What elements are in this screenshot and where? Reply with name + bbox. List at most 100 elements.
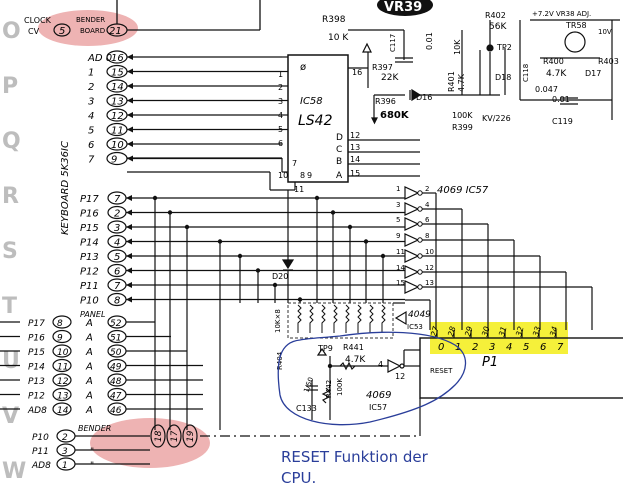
inverter-pin-in: 3 xyxy=(396,201,400,209)
kb-pin-name: P16 xyxy=(80,209,99,220)
watermark-letter: P xyxy=(2,74,18,99)
bender-pin-mid: " xyxy=(90,447,94,457)
network-resistor xyxy=(369,304,374,333)
junction-dot xyxy=(255,268,261,273)
watermark-letter: S xyxy=(2,239,18,264)
d18-part: KV/226 xyxy=(482,114,511,123)
inverter-pin-out: 6 xyxy=(425,216,430,224)
kb-pin-name: P10 xyxy=(80,296,99,307)
c133: C133 xyxy=(296,404,317,413)
panel-pin-num-right: 52 xyxy=(110,319,122,329)
reset-pin-in: 4 xyxy=(378,360,383,369)
inverter-gate xyxy=(404,280,420,294)
tp2: TP2 xyxy=(496,43,512,52)
panel-pin-num: 8 xyxy=(57,319,63,329)
bender-circle-num: 18 xyxy=(154,430,164,442)
p1-bottom-pin: 7 xyxy=(557,342,564,353)
clock-cv-label-2: CV xyxy=(28,27,40,36)
ic58-left-1: 1 xyxy=(278,70,283,79)
ic58-a: A xyxy=(336,171,343,181)
p1-body xyxy=(419,337,623,399)
tp9: TP9 xyxy=(317,344,333,353)
p1-top-pin: 34 xyxy=(548,325,559,337)
watermark-letter: Q xyxy=(2,129,21,154)
ad-pin-name: AD 0 xyxy=(87,53,112,64)
bender-pin-num: 3 xyxy=(62,447,68,457)
panel-pin-num: 13 xyxy=(57,392,69,402)
junction-dot xyxy=(330,210,336,215)
r400: R400 xyxy=(543,57,564,66)
resistor-network-box xyxy=(287,302,394,339)
r396-val: 680K xyxy=(380,110,410,121)
r399-val: 100K xyxy=(452,111,473,120)
panel-pin-pill xyxy=(52,329,72,344)
p1-bottom-pin: 4 xyxy=(506,342,512,353)
p1-label: P1 xyxy=(482,355,498,370)
kb-pin-name: P17 xyxy=(80,194,99,205)
bender-circle xyxy=(182,424,198,448)
panel-pin-num: 9 xyxy=(57,334,63,344)
d16: D16 xyxy=(416,93,432,102)
panel-pin-pill xyxy=(52,373,72,387)
panel-pin-num: 14 xyxy=(57,406,69,416)
panel-pin-num-right: 46 xyxy=(110,406,122,416)
p1-bottom-pin: 0 xyxy=(438,342,444,353)
inverter-pin-in: 14 xyxy=(396,264,405,272)
ic58-in13: 13 xyxy=(350,143,360,152)
ic58-c: C xyxy=(336,145,342,155)
ad-pin-num: 11 xyxy=(111,126,124,137)
ad-pin-num: 12 xyxy=(111,111,124,122)
panel-pin-num: 10 xyxy=(57,348,69,358)
kb-pin-name: P15 xyxy=(80,223,99,234)
ic58-phi: ø xyxy=(300,62,306,73)
highlight-clock-cv xyxy=(38,10,138,46)
ad-pin-name: 1 xyxy=(88,68,94,79)
panel-pin-mid: A xyxy=(85,318,93,329)
kb-pin-num: 6 xyxy=(114,267,120,278)
bender-circle xyxy=(150,424,166,448)
inverter-pin-out: 8 xyxy=(425,232,429,240)
network-resistor xyxy=(381,304,386,333)
inverter-pin-in: 9 xyxy=(396,232,400,240)
inverter-pin-in: 5 xyxy=(396,216,400,224)
reset-label: RESET xyxy=(430,367,453,375)
d20-label: D20 xyxy=(272,272,288,281)
kb-pin-num: 8 xyxy=(114,296,120,307)
bender-pin-name: P11 xyxy=(32,447,49,457)
inverter-pin-out: 4 xyxy=(425,201,430,209)
watermark-letter: U xyxy=(2,349,20,374)
ic58-left-2: 2 xyxy=(278,83,283,92)
kb-pin-name: P14 xyxy=(80,238,99,249)
ad-pin-num: 14 xyxy=(111,82,124,93)
network-resistor xyxy=(309,304,314,333)
vr39-badge: VR39 xyxy=(377,0,433,16)
resistor-network xyxy=(297,304,386,333)
kb-pin-name: P11 xyxy=(80,281,99,292)
r441-val: 4.7K xyxy=(345,355,366,365)
kb-pin-num: 3 xyxy=(114,223,120,234)
annotation-line-1: RESET Funktion der xyxy=(281,448,429,466)
annotation-line-2: CPU. xyxy=(281,469,316,487)
inverter-pin-in: 1 xyxy=(396,185,400,193)
p1-bottom-pin: 5 xyxy=(523,342,529,353)
ic57-top-label: 4069 IC57 xyxy=(437,185,489,196)
panel-pin-num-right: 50 xyxy=(110,348,122,358)
junction-dot xyxy=(327,363,333,369)
junction-dot xyxy=(363,239,369,244)
ad-pin-name: 5 xyxy=(88,126,94,137)
r403: R403 xyxy=(598,57,619,66)
inverter-pin-out: 13 xyxy=(425,279,434,287)
kb-pin-num: 4 xyxy=(114,238,120,249)
junction-dot xyxy=(152,195,158,201)
ad-pin-num: 10 xyxy=(111,140,124,151)
panel-pin-num-right: 51 xyxy=(110,334,121,344)
panel-pin-name: P17 xyxy=(28,319,45,329)
panel-pin-name: P12 xyxy=(28,392,45,402)
p1-top-pin: 31 xyxy=(497,325,508,337)
r400-val: 4.7K xyxy=(546,69,567,79)
